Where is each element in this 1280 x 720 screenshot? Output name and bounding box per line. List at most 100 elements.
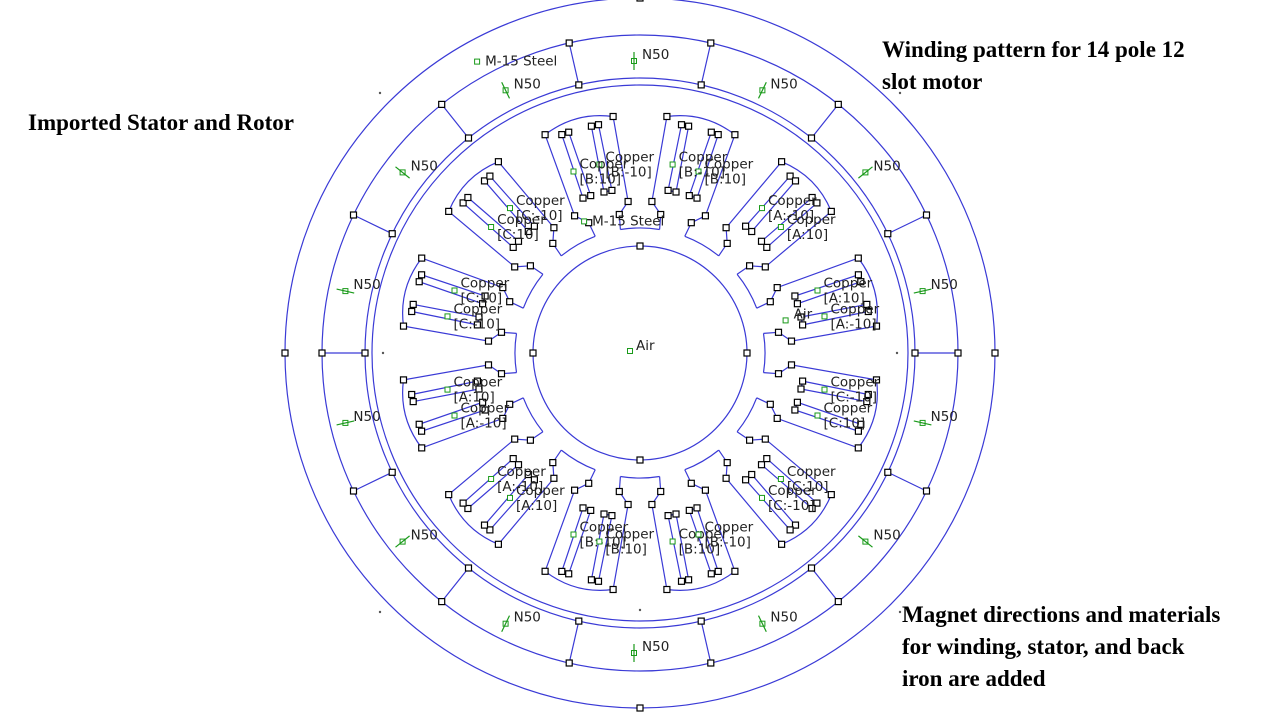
node: [587, 506, 595, 514]
node: [854, 444, 862, 452]
node: [766, 298, 774, 306]
reference-dot: [378, 91, 382, 95]
magnet-boundary: [568, 620, 580, 664]
node: [808, 504, 816, 513]
node: [509, 243, 517, 251]
material-label-stator: M-15 Steel: [592, 213, 664, 229]
magnet-boundary: [568, 42, 580, 86]
node: [722, 474, 730, 482]
node: [509, 455, 517, 463]
node: [787, 361, 796, 369]
node: [798, 321, 807, 329]
node: [624, 500, 632, 509]
caption-imported-stator-rotor: Imported Stator and Rotor: [28, 110, 294, 135]
node: [484, 337, 493, 345]
node: [663, 585, 671, 594]
node: [529, 349, 537, 357]
node: [731, 131, 739, 139]
node: [408, 390, 416, 399]
node: [349, 211, 358, 219]
node: [807, 134, 816, 142]
coil-circuit-label: [B:10]: [580, 172, 622, 188]
node: [608, 511, 616, 520]
node: [530, 222, 539, 230]
node: [484, 361, 493, 369]
coil-circuit-label: [A:-10]: [497, 479, 543, 495]
coil-material-label: Copper: [461, 276, 510, 292]
magnet-direction-arrow: [757, 615, 767, 633]
block-label-marker: [759, 205, 765, 212]
node: [445, 491, 453, 499]
magnet-direction-arrow: [395, 166, 410, 179]
node: [701, 212, 710, 220]
outer-boundary-circle: [284, 0, 996, 709]
node: [777, 540, 786, 548]
node: [827, 491, 835, 499]
block-label-marker: [814, 412, 821, 419]
reference-dot: [898, 610, 902, 614]
node: [663, 112, 671, 121]
node: [707, 659, 715, 667]
node: [494, 540, 502, 548]
node: [438, 597, 446, 606]
node: [579, 504, 587, 512]
node: [524, 227, 532, 236]
coil-material-label: Copper: [605, 150, 654, 166]
node: [757, 461, 766, 469]
magnet-label: N50: [873, 528, 900, 544]
node: [615, 487, 623, 496]
node: [459, 499, 467, 507]
node: [813, 199, 821, 207]
magnet-label: N50: [931, 409, 958, 425]
node: [854, 427, 863, 435]
node: [684, 576, 693, 584]
node: [748, 227, 756, 236]
block-label-marker: [570, 531, 577, 538]
magnet-label: N50: [873, 158, 900, 174]
node: [486, 526, 494, 534]
coil-circuit-label: [B:10]: [705, 172, 747, 188]
coil-material-label: Copper: [824, 276, 873, 292]
node: [797, 313, 805, 321]
block-label-marker: [782, 317, 789, 324]
node: [813, 499, 821, 507]
block-label-marker: [507, 494, 513, 501]
node: [565, 659, 573, 667]
node: [541, 567, 549, 575]
tooth-tip-arc: [522, 397, 544, 433]
magnet-boundary: [700, 42, 712, 86]
node: [481, 292, 489, 300]
node: [722, 224, 730, 232]
node: [636, 242, 644, 250]
block-label-marker: [695, 168, 702, 175]
tooth-tip-arc: [736, 397, 758, 433]
node: [575, 617, 583, 625]
node: [480, 177, 489, 185]
material-label-air-gap: Air: [794, 306, 813, 322]
node: [570, 212, 579, 220]
reference-dot: [381, 351, 385, 355]
magnet-boundary: [811, 104, 839, 139]
node: [499, 414, 507, 422]
tooth-tip-arc: [684, 449, 720, 471]
node: [550, 224, 558, 232]
coil-material-label: Copper: [516, 193, 565, 209]
block-label-marker: [451, 412, 458, 419]
node: [459, 199, 467, 207]
node: [497, 328, 506, 336]
magnet-boundary: [887, 214, 927, 235]
tooth-tip-arc: [560, 449, 596, 471]
node: [664, 511, 672, 520]
node: [685, 192, 693, 200]
node: [475, 385, 483, 393]
node: [763, 455, 771, 463]
block-label-marker: [570, 168, 577, 175]
node: [723, 239, 731, 247]
node: [464, 193, 472, 202]
magnet-boundary: [353, 214, 393, 235]
block-label-marker: [474, 58, 481, 65]
node: [281, 349, 289, 357]
coil-circuit-label: [A:10]: [454, 390, 495, 406]
block-label-marker: [581, 218, 588, 225]
block-label-marker: [507, 205, 513, 212]
